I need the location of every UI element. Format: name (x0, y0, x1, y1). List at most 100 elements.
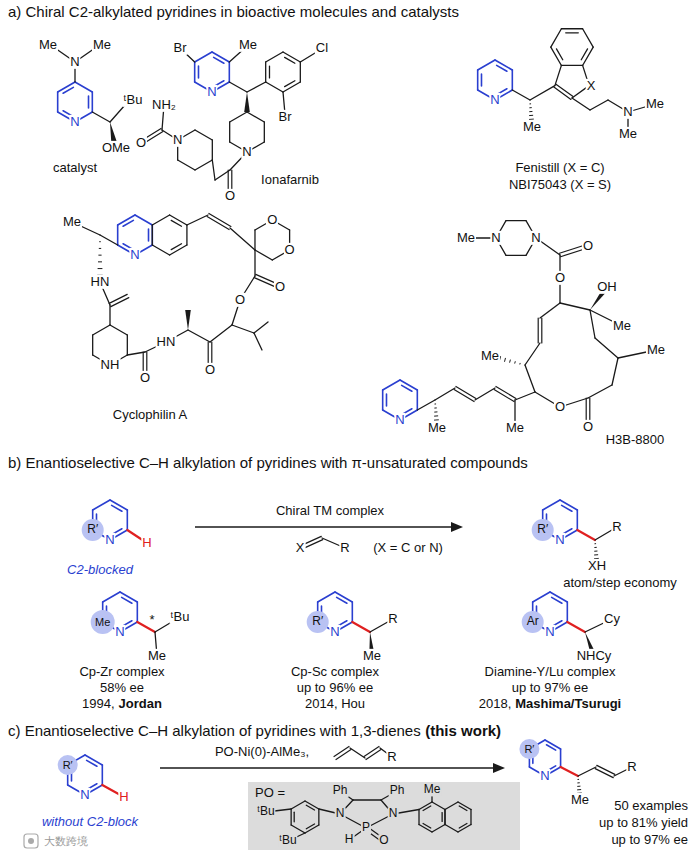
watermark: 大数跨境 (44, 835, 88, 847)
bond-line (291, 825, 305, 833)
bond-line (215, 170, 230, 180)
bond-line (595, 547, 597, 548)
atom-label: N (206, 85, 217, 99)
bond-line (514, 362, 515, 364)
chemical-structures (52, 29, 656, 800)
bond-line (212, 160, 215, 180)
condition-text: up to 96% ee (297, 681, 374, 695)
wedge-bond (110, 122, 117, 143)
atom-label: N (388, 807, 399, 820)
citation-line: 2018,Mashima/Tsurugi (479, 696, 621, 712)
bond-line (560, 303, 590, 310)
atom-label: O (582, 420, 594, 434)
bond-line (364, 747, 379, 757)
bond-line (423, 806, 431, 810)
bond-line (454, 390, 474, 402)
bond-line (590, 310, 595, 338)
bond-line (578, 786, 580, 787)
bond-line (423, 824, 431, 828)
bond-line (552, 597, 562, 603)
atom-label: Me (423, 783, 442, 796)
bond-line (432, 825, 445, 833)
bond-line (254, 322, 268, 333)
condition-text: Cp-Sc complex (291, 665, 379, 679)
plain-text: c) Enantioselective C–H alkylation of py… (8, 722, 421, 739)
atom-label: O (139, 371, 151, 385)
atom-label: Br (278, 110, 293, 124)
bond-line (109, 294, 127, 303)
compound-name: catalyst (53, 161, 97, 175)
atom-label: Me (147, 649, 167, 663)
compound-name: Ionafarnib (261, 173, 319, 187)
atom-label: N (114, 625, 125, 639)
atom-label: OH (596, 280, 618, 294)
bond-line (577, 510, 579, 530)
atom-label: Me (92, 38, 112, 52)
bond-line (127, 510, 129, 530)
atom-label: N (79, 788, 90, 802)
bond-line (254, 230, 255, 250)
atom-label: O (274, 280, 286, 294)
arrow-head (451, 522, 463, 532)
bond-line (475, 388, 495, 400)
bond-line (578, 782, 580, 783)
bond-line (551, 29, 562, 47)
bond-line (186, 225, 187, 245)
wedge-bond (244, 92, 250, 112)
bond-line (478, 60, 495, 70)
bond-line (504, 358, 506, 361)
bond-line (597, 765, 615, 774)
arrow-head (493, 763, 505, 773)
bond-line (283, 52, 300, 62)
atom-label: HN (156, 335, 177, 349)
panel-heading: c) Enantioselective C–H alkylation of py… (8, 722, 501, 740)
bond-line (98, 261, 101, 262)
bond-line (336, 749, 351, 759)
atom-label: N (129, 248, 140, 262)
watermark-icon (24, 834, 38, 848)
bond-line (402, 385, 412, 391)
compound-name: Fenistill (X = C) (515, 161, 604, 175)
bond-line (567, 602, 569, 622)
ligand-prefix: PO = (255, 786, 285, 800)
atom-label: ᵗBu (256, 805, 275, 818)
bond-line (210, 325, 232, 342)
atom-label: N (530, 231, 541, 245)
result-text: 50 examples (614, 799, 688, 813)
bond-line (269, 66, 270, 78)
bond-line (87, 760, 97, 766)
bond-line (529, 103, 531, 104)
bond-line (352, 602, 354, 622)
result-text: up to 97% ee (611, 833, 688, 847)
wedge-bond (185, 310, 191, 330)
bond-line (562, 505, 572, 511)
bond-line (88, 96, 90, 108)
bond-line (477, 70, 479, 90)
bond-line (92, 92, 94, 112)
substituent-label: R′ (312, 615, 323, 628)
bond-line (285, 81, 295, 87)
atom-label: ᵗBu (170, 610, 191, 624)
bond-line (254, 250, 255, 276)
atom-label: O (284, 243, 296, 257)
bond-line (353, 799, 381, 800)
bond-line (285, 57, 295, 63)
note: C2-blocked (67, 563, 133, 577)
atom-label: R (626, 760, 637, 774)
bond-line (419, 825, 432, 833)
atom-label: Me (645, 97, 665, 111)
bond-line (506, 255, 526, 256)
bond-line (334, 747, 349, 757)
bond-line (92, 335, 93, 355)
bond-line (432, 802, 445, 810)
bond-line (122, 597, 132, 603)
atom-label: N (554, 533, 565, 547)
bond-line (444, 810, 445, 825)
atom-label: Me (570, 793, 590, 807)
compound-name: Cyclophilin A (113, 408, 187, 422)
bond-line (170, 215, 187, 225)
bond-line (418, 810, 419, 825)
bond-line (470, 810, 471, 825)
atom-label: O (224, 189, 236, 203)
atom-label: H (118, 790, 129, 804)
